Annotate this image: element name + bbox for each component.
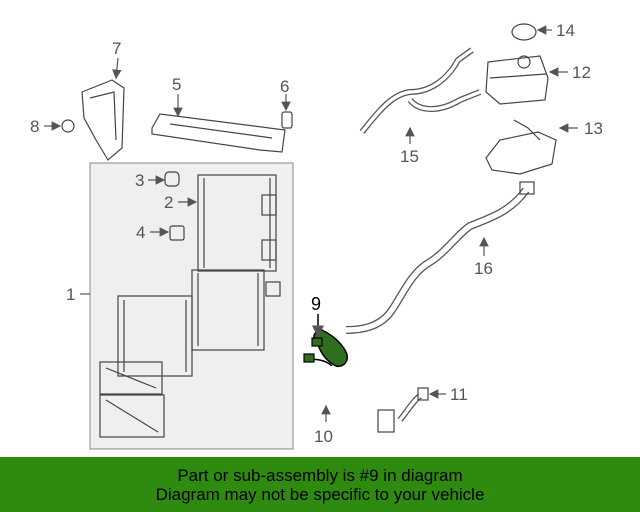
callout-6: 6 [280,77,289,96]
part-14-cap [511,23,537,41]
radiator-assembly-group [89,162,294,450]
part-8-push-pin [61,119,75,133]
callout-10: 10 [314,427,333,446]
condenser [191,269,281,351]
parts-diagram: 1 2 3 4 5 6 7 8 9 10 11 12 13 14 15 16 [30,21,603,450]
banner-line-1: Part or sub-assembly is #9 in diagram [177,465,463,485]
part-10-lower-hose [295,400,395,433]
callout-9: 9 [311,294,321,314]
lower-cooler-2 [99,394,165,438]
callout-3: 3 [135,171,144,190]
callout-12: 12 [572,63,591,82]
part-13-bracket [485,119,557,175]
callout-14: 14 [556,21,575,40]
part-4-bracket [169,225,185,241]
callout-4: 4 [136,223,145,242]
callout-8: 8 [30,117,39,136]
part-11-hose [397,387,429,422]
callout-15: 15 [400,147,419,166]
lower-cooler-1 [99,361,163,395]
callout-1: 1 [66,285,75,304]
part-5-upper-shield [151,113,286,153]
part-9-highlighted-hose [303,329,348,368]
part-7-air-guide [81,79,125,161]
radiator-core [197,174,277,272]
callout-7: 7 [112,39,121,58]
callout-13: 13 [584,119,603,138]
callout-5: 5 [172,75,181,94]
leader-lines [44,25,578,422]
callout-16: 16 [474,259,493,278]
part-6-pin [281,111,293,129]
secondary-core [117,295,193,377]
callout-11: 11 [450,385,468,404]
part-16-long-hose [345,181,535,334]
notice-banner: Part or sub-assembly is #9 in diagram Di… [0,457,640,512]
part-12-coolant-reservoir [485,55,549,105]
callout-2: 2 [164,193,173,212]
banner-line-2: Diagram may not be specific to your vehi… [155,484,485,504]
part-15-hose-assembly [359,47,482,134]
